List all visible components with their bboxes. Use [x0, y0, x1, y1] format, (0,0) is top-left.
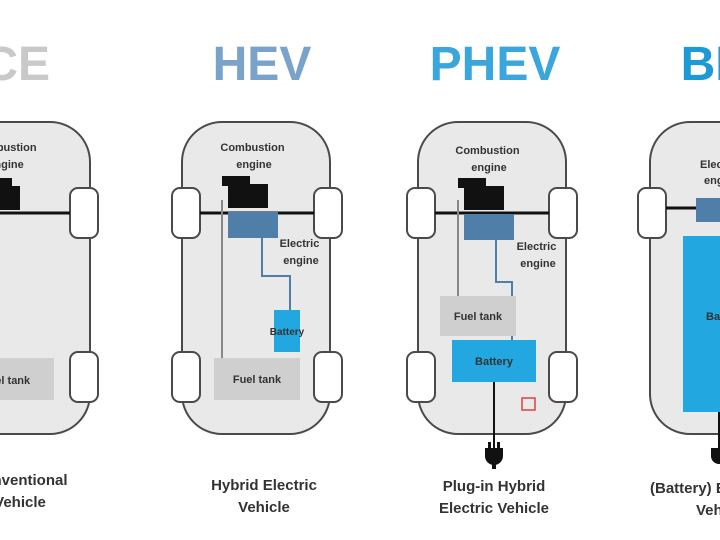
car-phev: Combustion engine Electric engine Fuel t… [406, 121, 578, 469]
engine-label-line1: Combustion [455, 145, 519, 157]
electric-label: Electric engine [517, 241, 560, 270]
wheel [171, 187, 201, 239]
wheel [171, 351, 201, 403]
engine-label-line2: engine [0, 159, 24, 171]
car-ice: Fuel tank Combustion engine [0, 121, 99, 435]
engine-label-line2: engine [471, 162, 506, 174]
battery-label: Battery [475, 356, 514, 368]
wheel [313, 351, 343, 403]
electric-label-line1: Electric [700, 159, 720, 171]
plug-icon [485, 442, 503, 469]
electric-label-line2: engine [704, 175, 720, 187]
wheel [69, 351, 99, 403]
caption-bev-line1: (Battery) Electric [650, 480, 720, 497]
battery-label: Battery [270, 327, 305, 338]
electric-label: Electric engine [700, 159, 720, 187]
plug-icon [711, 448, 720, 464]
engine-label: Combustion engine [220, 142, 287, 171]
wheel [406, 351, 436, 403]
fuel-tank [0, 358, 54, 400]
electric-engine-block [464, 214, 514, 240]
caption-hev-line1: Hybrid Electric [211, 477, 317, 494]
caption-ice-line1: Conventional [0, 472, 68, 489]
battery [683, 236, 720, 412]
heading-phev: PHEV [430, 38, 561, 91]
wheel [406, 187, 436, 239]
fuel-tank-label: Fuel tank [0, 375, 31, 387]
fuel-tank-label: Fuel tank [454, 311, 503, 323]
engine-label-line2: engine [236, 159, 271, 171]
caption-ice: Conventional Vehicle [0, 470, 120, 514]
caption-phev: Plug-in Hybrid Electric Vehicle [394, 476, 594, 520]
fuel-tank [440, 296, 516, 336]
heading-bev: BEV [681, 38, 720, 91]
caption-hev: Hybrid Electric Vehicle [164, 475, 364, 519]
battery-label: Battery [706, 311, 720, 323]
engine-label-line1: Combustion [220, 142, 284, 154]
battery [452, 340, 536, 382]
heading-ice: ICE [0, 38, 50, 91]
caption-phev-line1: Plug-in Hybrid [442, 478, 546, 495]
caption-hev-line2: Vehicle [238, 499, 290, 516]
caption-bev: (Battery) Electric Vehicle [650, 478, 720, 522]
engine-label-line1: Combustion [0, 142, 37, 154]
charge-port [521, 397, 536, 411]
electric-label-line2: engine [283, 255, 318, 267]
wheel [69, 187, 99, 239]
heading-hev: HEV [213, 38, 312, 91]
electric-wire [261, 238, 291, 310]
caption-bev-line2: Vehicle [696, 502, 720, 519]
car-body [0, 121, 91, 435]
fuel-pump-shaped-engine-icon [0, 178, 20, 210]
engine-label: Combustion engine [0, 142, 40, 171]
fuel-pump-shaped-engine-icon [222, 176, 268, 208]
car-body [181, 121, 331, 435]
wheel [313, 187, 343, 239]
fuel-tank-label: Fuel tank [233, 374, 282, 386]
wheel [548, 187, 578, 239]
electric-engine-block [228, 212, 278, 238]
wheel [548, 351, 578, 403]
battery [274, 310, 300, 352]
fuel-pump-shaped-engine-icon [458, 178, 504, 210]
electric-label: Electric engine [280, 238, 323, 267]
electric-engine-block [696, 198, 720, 222]
caption-phev-line2: Electric Vehicle [438, 500, 550, 517]
fuel-tank [214, 358, 300, 400]
electric-label-line1: Electric [280, 238, 320, 250]
engine-label: Combustion engine [455, 145, 522, 174]
caption-ice-line2: Vehicle [0, 494, 46, 511]
car-bev: Electric engine Battery [637, 121, 720, 464]
car-hev: Combustion engine Electric engine Batter… [171, 121, 343, 435]
electric-label-line2: engine [520, 258, 555, 270]
electric-label-line1: Electric [517, 241, 557, 253]
wheel [637, 187, 667, 239]
